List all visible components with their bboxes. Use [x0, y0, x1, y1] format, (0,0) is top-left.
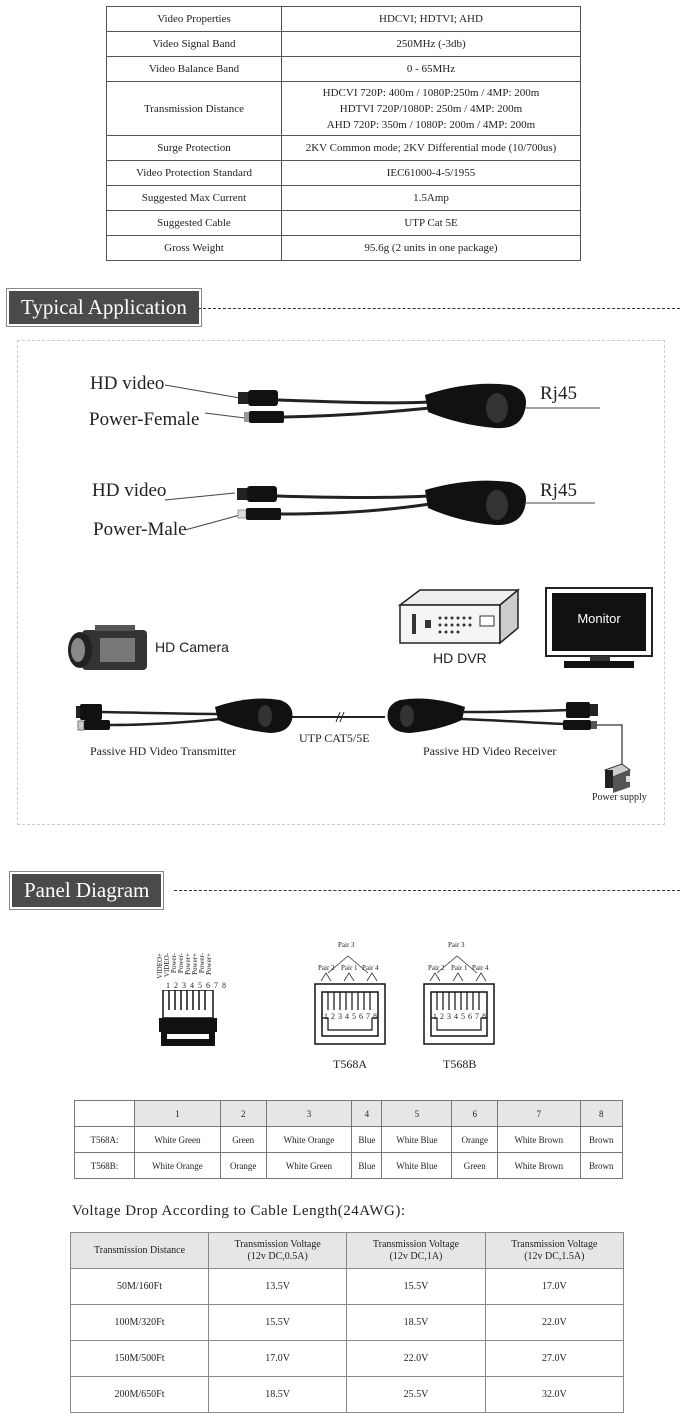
label-power-female: Power-Female: [89, 409, 200, 430]
t568b-label: T568B: [443, 1057, 477, 1071]
pair3-label: Pair 3: [338, 941, 355, 949]
table-row: 50M/160Ft 13.5V 15.5V 17.0V: [70, 1268, 625, 1305]
label-hd-video: HD video: [92, 480, 167, 501]
leader-line: [164, 492, 236, 501]
label-hd-video: HD video: [90, 373, 165, 394]
section-title-typical-application: Typical Application: [6, 288, 202, 327]
application-diagram: [68, 383, 653, 793]
hd-camera-icon: [68, 625, 147, 670]
rj45-plug-icon: [159, 990, 217, 1046]
table-row: Transmission Distance HDCVI 720P: 400m /…: [106, 81, 581, 136]
table-row: T568A: White Green Green White Orange Bl…: [74, 1126, 624, 1153]
section-divider: [198, 308, 680, 309]
pair1-label: Pair 1: [451, 964, 468, 972]
table-row: 200M/650Ft 18.5V 25.5V 32.0V: [70, 1376, 625, 1413]
pair4-label: Pair 4: [472, 964, 489, 972]
label-cable: UTP CAT5/5E: [299, 731, 370, 745]
table-row: T568B: White Orange Orange White Green B…: [74, 1152, 624, 1179]
transmitter-balun: [215, 698, 293, 733]
label-power-male: Power-Male: [93, 519, 187, 540]
power-connector: [249, 411, 284, 423]
balun-male-diagram: [164, 480, 595, 531]
table-row: 100M/320Ft 15.5V 18.5V 22.0V: [70, 1304, 625, 1341]
balun-lens: [486, 393, 508, 423]
power-connector: [246, 508, 281, 520]
label-rj45: Rj45: [540, 480, 577, 501]
bnc-connector: [237, 488, 247, 500]
balun-female-diagram: [164, 383, 600, 429]
receiver-balun: [387, 698, 465, 733]
label-monitor: Monitor: [577, 611, 621, 626]
bnc-connector: [238, 392, 248, 404]
leader-line: [164, 384, 241, 399]
leader-line: [204, 412, 246, 419]
t568a-pin-numbers: 1 2 3 4 5 6 7 8: [324, 1012, 378, 1021]
t568b-pin-numbers: 1 2 3 4 5 6 7 8: [433, 1012, 487, 1021]
balun-body: [425, 383, 526, 429]
pair2-label: Pair 2: [428, 964, 445, 972]
pair2-label: Pair 2: [318, 964, 335, 972]
label-rj45: Rj45: [540, 383, 577, 404]
voltage-drop-table: Transmission Distance Transmission Volta…: [70, 1232, 625, 1413]
balun-lens: [486, 490, 508, 520]
table-row: 150M/500Ft 17.0V 22.0V 27.0V: [70, 1340, 625, 1377]
label-transmitter: Passive HD Video Transmitter: [90, 744, 237, 758]
leader-line: [184, 514, 241, 531]
pair1-label: Pair 1: [341, 964, 358, 972]
hd-dvr-icon: [397, 588, 521, 645]
bnc-connector: [247, 486, 277, 502]
table-header-row: Transmission Distance Transmission Volta…: [70, 1232, 625, 1269]
application-diagram-box: [17, 340, 665, 825]
wiring-color-table: 1 2 3 4 5 6 7 8 T568A: White Green Green…: [74, 1100, 624, 1179]
bnc-connector: [248, 390, 278, 406]
balun-body: [425, 480, 526, 526]
table-header-row: 1 2 3 4 5 6 7 8: [74, 1100, 624, 1127]
t568b-jack-icon: [423, 955, 495, 1045]
voltage-drop-title: Voltage Drop According to Cable Length(2…: [72, 1203, 406, 1219]
label-hd-dvr: HD DVR: [433, 650, 487, 666]
section-divider: [174, 890, 680, 891]
power-supply-icon: [604, 763, 632, 793]
plug-pin-numbers: 1 2 3 4 5 6 7 8: [166, 981, 227, 990]
t568a-jack-icon: [314, 955, 386, 1045]
label-hd-camera: HD Camera: [155, 639, 229, 655]
t568a-label: T568A: [333, 1057, 367, 1071]
pair3-label: Pair 3: [448, 941, 465, 949]
power-connector: [237, 509, 247, 519]
pair4-label: Pair 4: [362, 964, 379, 972]
monitor-icon: [545, 587, 653, 668]
label-receiver: Passive HD Video Receiver: [423, 744, 557, 758]
transmission-system: [76, 698, 632, 793]
section-title-panel-diagram: Panel Diagram: [8, 871, 165, 910]
power-connector: [244, 412, 249, 422]
label-power-supply: Power supply: [592, 792, 647, 803]
